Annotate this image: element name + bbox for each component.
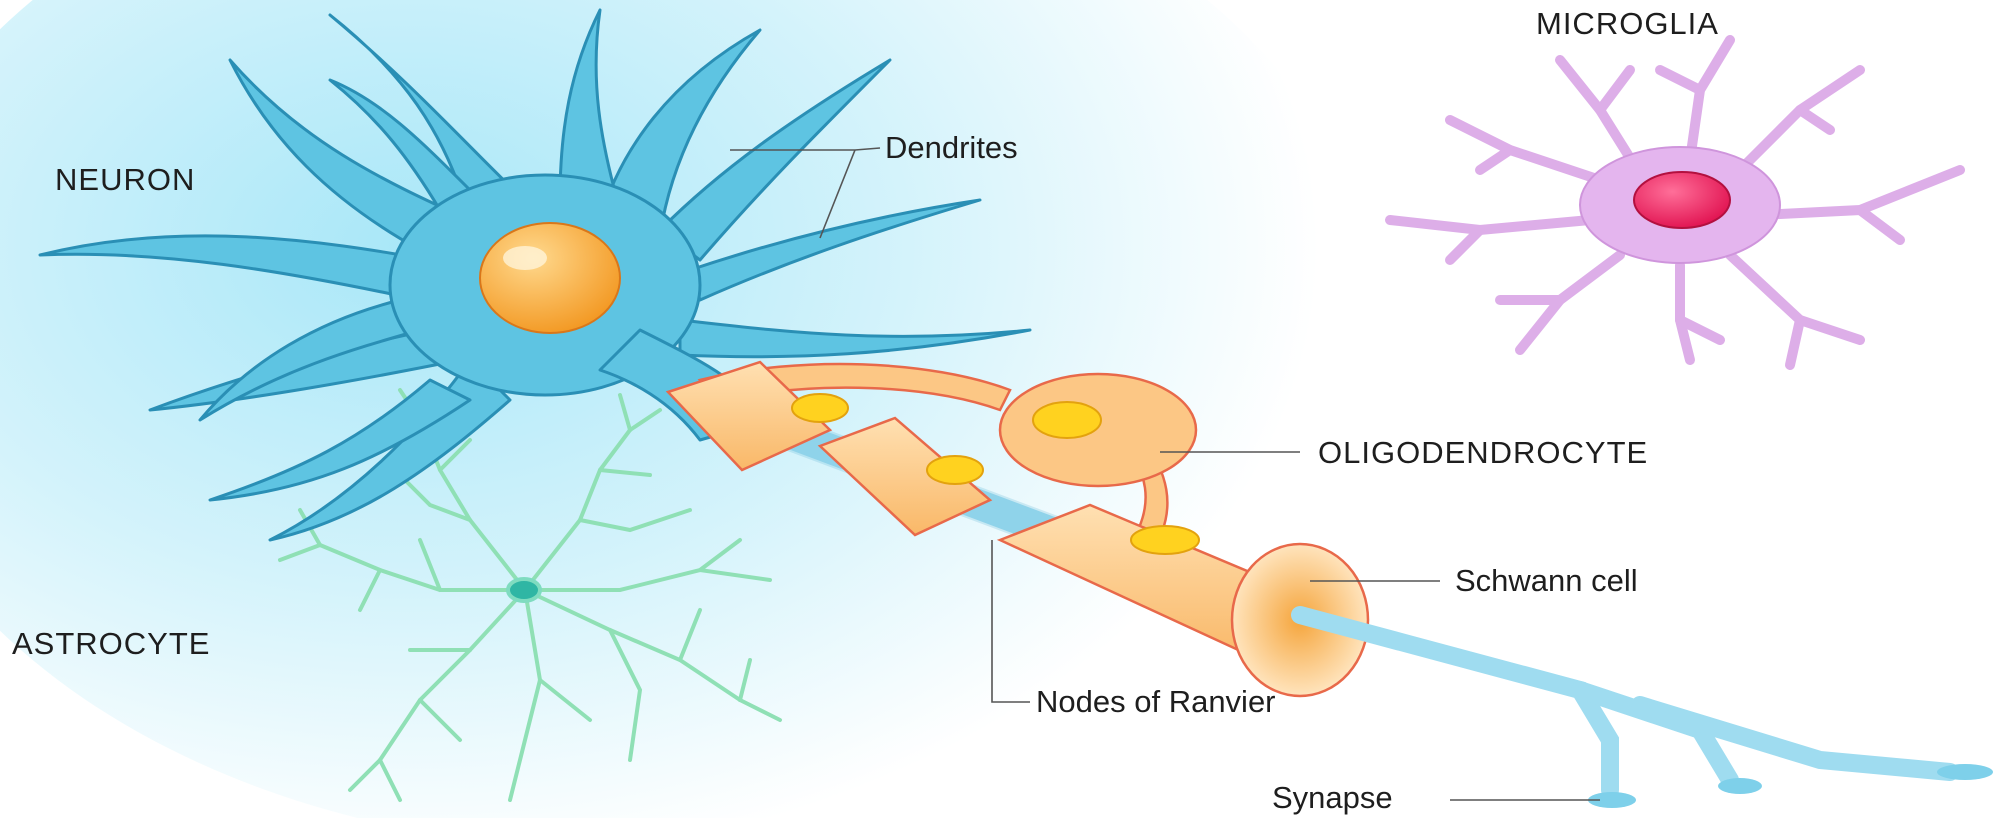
neuron-nucleus: [480, 223, 620, 333]
axon-terminal: [1300, 615, 1950, 790]
schwann-cell-label: Schwann cell: [1455, 565, 1638, 596]
oligodendrocyte-label: OLIGODENDROCYTE: [1318, 437, 1648, 468]
astrocyte-label: ASTROCYTE: [12, 628, 210, 659]
neuron-label: NEURON: [55, 164, 195, 195]
dendrites-label: Dendrites: [885, 132, 1018, 163]
nodes-of-ranvier-label: Nodes of Ranvier: [1036, 686, 1276, 717]
oligodendrocyte-nucleus: [1033, 402, 1101, 438]
microglia-nucleus: [1634, 172, 1730, 228]
neuron-nucleus-highlight: [503, 246, 547, 270]
microglia-label: MICROGLIA: [1536, 8, 1719, 39]
astrocyte-nucleus: [508, 579, 540, 601]
synapse-label: Synapse: [1272, 782, 1393, 813]
